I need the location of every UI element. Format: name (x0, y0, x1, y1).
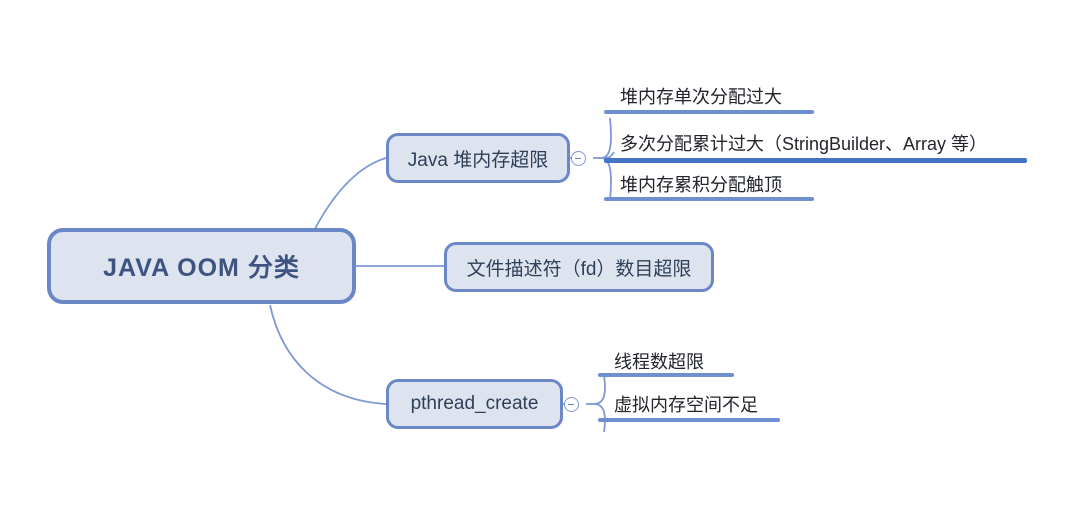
branch-node-pthread-create[interactable]: pthread_create (386, 379, 563, 429)
leaf-node-thread-count-limit-label: 线程数超限 (614, 352, 704, 373)
branch-node-java-heap[interactable]: Java 堆内存超限 (386, 133, 570, 183)
branch-node-file-descriptor[interactable]: 文件描述符（fd）数目超限 (444, 242, 714, 292)
leaf-node-thread-count-limit[interactable]: 线程数超限 (610, 345, 704, 373)
root-node-label: JAVA OOM 分类 (103, 254, 300, 282)
root-node[interactable]: JAVA OOM 分类 (47, 228, 356, 304)
minus-circle-icon-pthread-create[interactable] (564, 397, 579, 412)
leaf-node-heap-accumulated-peak-label: 堆内存累积分配触顶 (620, 175, 782, 196)
leaf-rule-thread-count-limit (598, 373, 734, 377)
leaf-node-heap-accumulated-peak[interactable]: 堆内存累积分配触顶 (616, 168, 782, 196)
edge-root-to-pthread (269, 304, 387, 405)
leaf-rule-heap-accumulated-peak (604, 197, 814, 201)
branch-node-pthread-create-label: pthread_create (410, 393, 539, 414)
leaf-rule-virtual-memory-shortage (598, 418, 780, 422)
leaf-node-heap-single-alloc[interactable]: 堆内存单次分配过大 (616, 80, 782, 108)
leaf-node-heap-cumulative-alloc-label: 多次分配累计过大（StringBuilder、Array 等） (620, 134, 988, 155)
leaf-node-heap-single-alloc-label: 堆内存单次分配过大 (620, 87, 782, 108)
minus-circle-icon-java-heap[interactable] (571, 151, 586, 166)
leaf-rule-heap-cumulative-alloc (604, 158, 1027, 163)
leaf-node-virtual-memory-shortage[interactable]: 虚拟内存空间不足 (610, 388, 758, 416)
edge-heap-fan-bottom (600, 157, 612, 201)
edge-pthread-fan-top (593, 374, 606, 405)
leaf-node-heap-cumulative-alloc[interactable]: 多次分配累计过大（StringBuilder、Array 等） (616, 127, 987, 155)
branch-node-java-heap-label: Java 堆内存超限 (407, 149, 549, 171)
branch-node-file-descriptor-label: 文件描述符（fd）数目超限 (466, 258, 692, 280)
edge-heap-fan-top (600, 117, 612, 159)
leaf-node-virtual-memory-shortage-label: 虚拟内存空间不足 (614, 395, 758, 416)
leaf-rule-heap-single-alloc (604, 110, 814, 114)
